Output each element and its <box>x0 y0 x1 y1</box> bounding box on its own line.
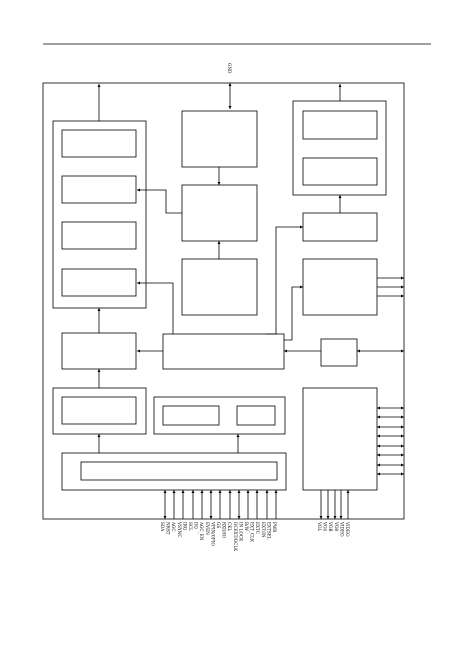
pin-label: PWR <box>272 522 277 533</box>
bottom-interface-block <box>61 452 287 491</box>
bottom-left-pin-lines <box>163 490 278 519</box>
left-lower-inner-block <box>61 396 137 425</box>
pin-label: VO4 <box>323 521 328 531</box>
central-bus-block <box>162 333 285 370</box>
center-top-block <box>181 110 258 168</box>
pin-label: EXTSEL <box>266 522 271 540</box>
pin-label: EXTC <box>255 522 260 534</box>
pin-label: NRST <box>166 522 171 535</box>
right-top-subblock-2 <box>302 157 378 186</box>
bus-to-right-large-arrow <box>284 285 303 341</box>
pin-label: VIDEO <box>339 521 344 537</box>
pin-label: IN LOCK <box>238 522 243 542</box>
right-mid-block-large <box>302 258 378 316</box>
center-lower-subblock-2 <box>236 405 276 426</box>
pin-label: EVEN <box>205 522 210 535</box>
pin-label: RXD/IO <box>222 522 227 539</box>
left-subblock-2 <box>61 175 137 204</box>
center-lower-subblock-1 <box>162 405 220 426</box>
center-mid-block <box>181 184 258 242</box>
left-mid-block <box>61 332 137 370</box>
left-subblock-3 <box>61 221 137 250</box>
pin-label: VSYNC <box>177 521 182 538</box>
pin-label: DCEXT/GCLK <box>233 522 238 552</box>
left-group-block <box>52 120 147 309</box>
center-lower-group <box>153 396 286 435</box>
bus-to-left-group-arrow <box>137 281 174 334</box>
gnd-pin-label: GND <box>227 63 232 74</box>
pin-label: AGC <box>171 521 176 532</box>
bus-to-right-small-arrow <box>266 225 303 335</box>
pin-label: VOB <box>328 521 333 531</box>
left-subblock-1 <box>61 129 137 158</box>
pin-label: DQ <box>194 522 199 529</box>
pin-label: IRQ <box>182 522 187 531</box>
left-lower-outer-block <box>52 387 147 435</box>
center-mid-to-left-arrow <box>137 188 182 214</box>
center-low-block <box>181 258 258 316</box>
pin-label: AGC_EN <box>199 521 204 541</box>
right-mid-block-small <box>302 212 378 242</box>
right-small-block <box>320 338 358 367</box>
bottom-right-block <box>302 387 378 491</box>
bottom-interface-inner <box>80 461 278 481</box>
pin-label: VPIN/GPIO <box>210 521 215 546</box>
pin-label: VO8 <box>334 521 339 531</box>
left-subblock-4 <box>61 268 137 297</box>
pin-label: VIDEO <box>345 521 350 537</box>
pin-label: EXT/IN <box>261 522 266 538</box>
pin-label: EXT_CLK <box>250 522 255 543</box>
pin-label: SDA <box>160 522 165 532</box>
pin-label: CKL <box>227 522 232 531</box>
outer-border <box>42 82 405 520</box>
bottom-right-side-arrows <box>377 406 404 476</box>
right-top-subblock-1 <box>302 110 378 140</box>
pin-label: GS <box>216 522 221 528</box>
pin-label: R/W <box>244 522 249 532</box>
bottom-right-pin-lines <box>319 490 350 519</box>
pin-label: VOL <box>317 521 322 531</box>
pin-label: SCL <box>188 522 193 531</box>
right-top-group <box>292 100 387 196</box>
